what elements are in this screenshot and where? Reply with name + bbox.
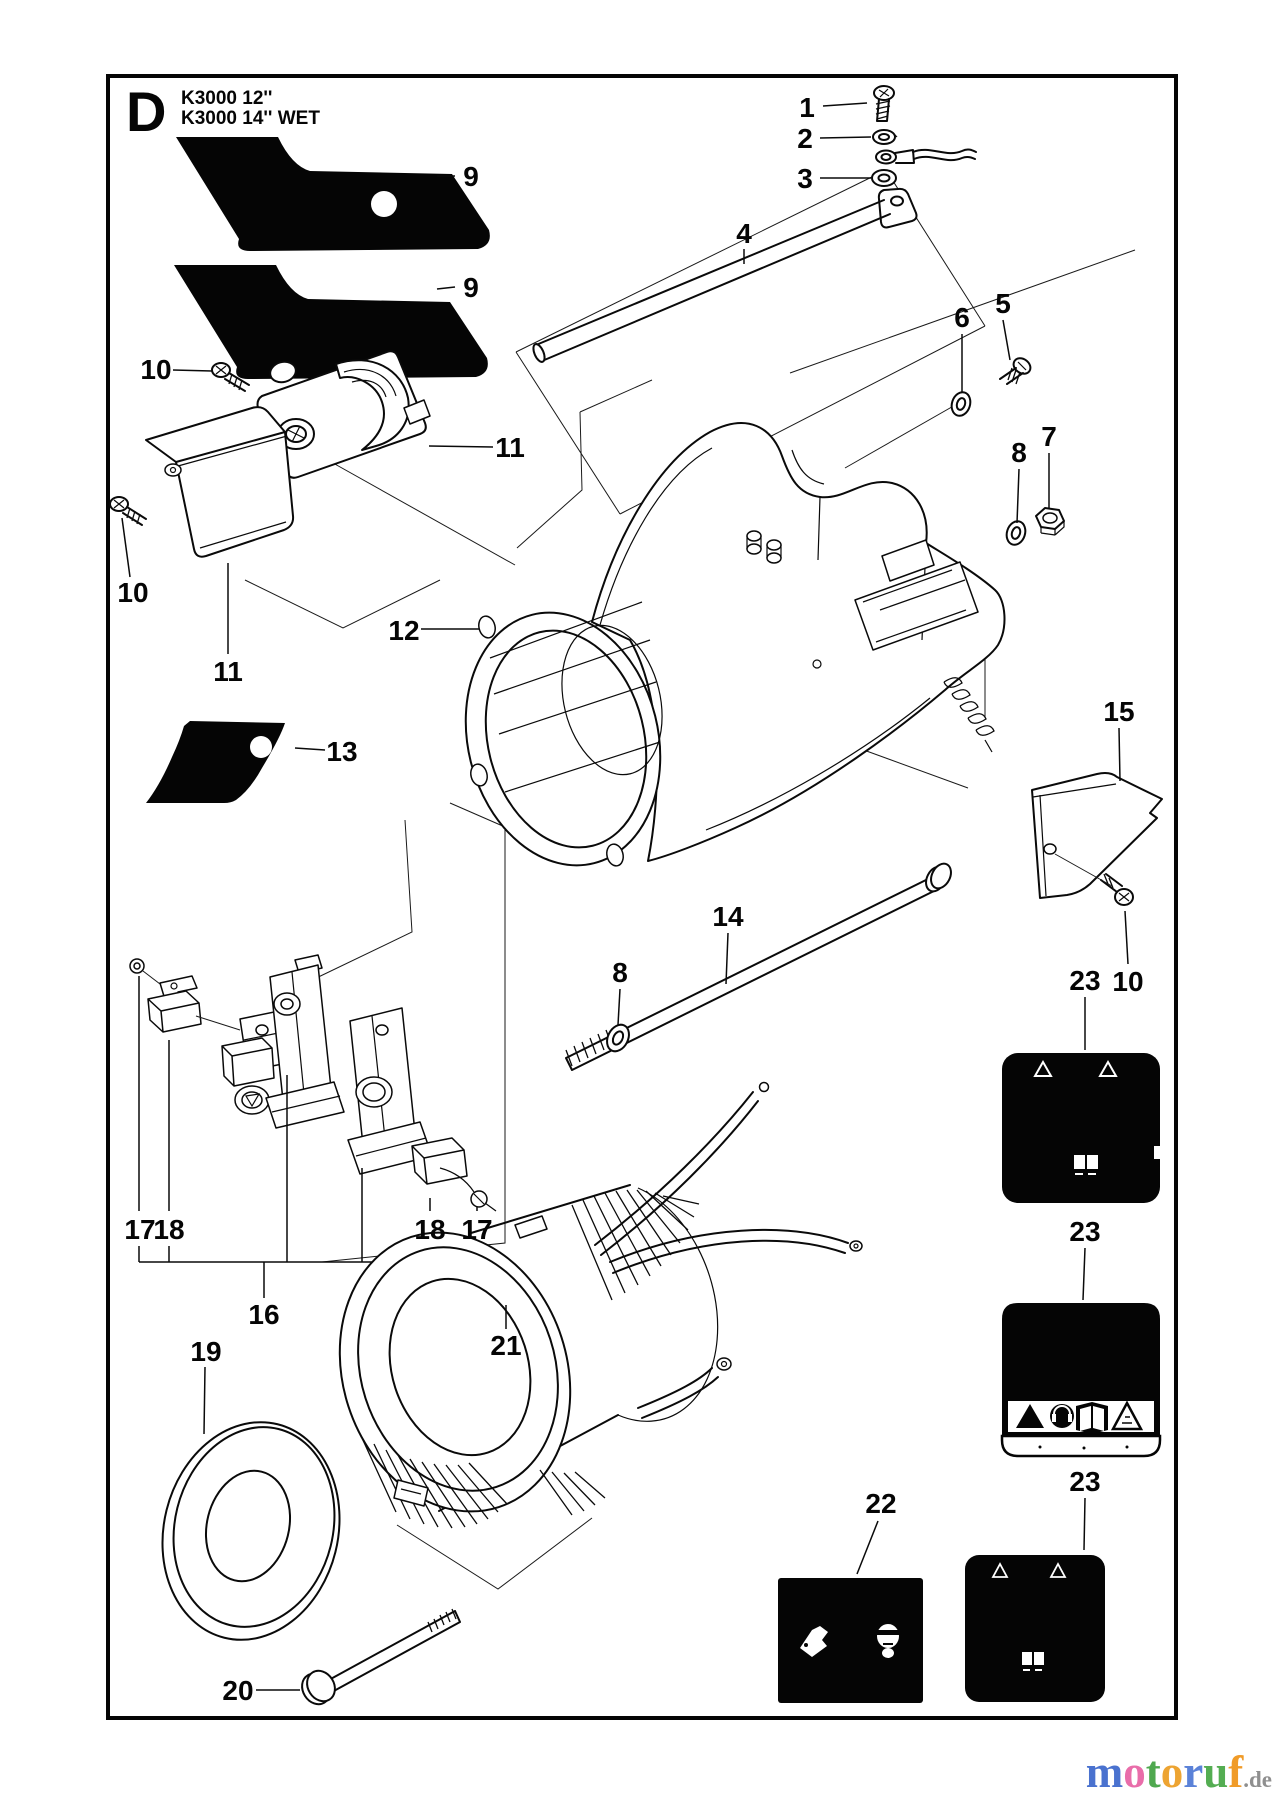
decal-23-top bbox=[1002, 1053, 1161, 1203]
part-12-housing bbox=[464, 422, 1006, 867]
part-11-cover bbox=[145, 406, 295, 558]
callout-leader-line bbox=[436, 286, 456, 290]
watermark-logo: motoruf.de bbox=[1086, 1747, 1272, 1797]
ground-cable-terminal bbox=[875, 148, 977, 165]
part-callout-17: 17 bbox=[461, 1214, 492, 1245]
callout-leader-line bbox=[203, 1366, 206, 1435]
part-21-stator bbox=[338, 1081, 863, 1529]
part-13-decal bbox=[146, 721, 285, 803]
part-8-washer bbox=[1005, 520, 1027, 546]
part-6-washer bbox=[950, 391, 972, 417]
part-callout-9: 9 bbox=[463, 272, 479, 303]
callout-leader-line bbox=[856, 1520, 879, 1575]
part-callout-22: 22 bbox=[865, 1488, 896, 1519]
decal-hole bbox=[371, 191, 397, 217]
callout-leader-line bbox=[1118, 727, 1121, 782]
part-callout-9: 9 bbox=[463, 161, 479, 192]
part-20-bolt bbox=[301, 1608, 461, 1706]
part-callout-10: 10 bbox=[140, 354, 171, 385]
decal-22 bbox=[778, 1578, 923, 1703]
part-callout-10: 10 bbox=[1112, 966, 1143, 997]
part-5-screw bbox=[999, 357, 1032, 385]
part-callout-14: 14 bbox=[712, 901, 744, 932]
tube-bracket bbox=[877, 187, 918, 229]
construction-lines bbox=[244, 169, 1136, 1590]
part-7-nut bbox=[1035, 507, 1065, 536]
part-callout-6: 6 bbox=[954, 302, 970, 333]
callout-leader-line bbox=[1083, 1497, 1086, 1551]
part-callout-23: 23 bbox=[1069, 1216, 1100, 1247]
part-callout-8: 8 bbox=[612, 957, 628, 988]
part-10-screws bbox=[109, 362, 1134, 906]
callout-leader-line bbox=[1124, 910, 1129, 965]
part-19-ring bbox=[161, 1421, 341, 1641]
callout-leader-line bbox=[819, 136, 872, 139]
callout-leader-line bbox=[172, 369, 213, 372]
motoruf-watermark: motoruf.de bbox=[1086, 1747, 1272, 1797]
part-callout-7: 7 bbox=[1041, 421, 1057, 452]
callout-leader-line bbox=[294, 747, 326, 751]
part-callout-21: 21 bbox=[490, 1330, 521, 1361]
part-callout-17: 17 bbox=[124, 1214, 155, 1245]
decal-hole bbox=[250, 736, 272, 758]
part-1-screw bbox=[873, 85, 895, 122]
callout-leader-line bbox=[1002, 319, 1011, 361]
part-callout-16: 16 bbox=[248, 1299, 279, 1330]
model-line-2: K3000 14'' WET bbox=[181, 108, 320, 129]
breathing-mask-icon bbox=[877, 1624, 899, 1658]
part-callout-19: 19 bbox=[190, 1336, 221, 1367]
callout-leader-line bbox=[1082, 1247, 1086, 1301]
warning-triangle-icon bbox=[1016, 1404, 1044, 1428]
model-line-1: K3000 12'' bbox=[181, 88, 272, 109]
decal-23-warning-band bbox=[1000, 1303, 1162, 1458]
title-block: D K3000 12'' K3000 14'' WET bbox=[126, 80, 320, 143]
section-letter: D bbox=[126, 80, 166, 143]
callout-leader-line bbox=[822, 102, 868, 107]
part-callout-10: 10 bbox=[117, 577, 148, 608]
part-callout-2: 2 bbox=[797, 123, 813, 154]
part-callout-4: 4 bbox=[736, 218, 752, 249]
part-callout-15: 15 bbox=[1103, 696, 1134, 727]
protective-gloves-icon bbox=[800, 1626, 828, 1657]
part-4-tube bbox=[532, 199, 891, 363]
callout-leader-line bbox=[725, 932, 729, 985]
part-callout-23: 23 bbox=[1069, 1466, 1100, 1497]
part-11-clamp bbox=[256, 350, 431, 479]
callout-leader-line bbox=[1016, 468, 1020, 524]
part-callout-11: 11 bbox=[495, 432, 525, 463]
part-callout-11: 11 bbox=[213, 656, 243, 687]
part-callout-1: 1 bbox=[799, 92, 815, 123]
part-9-decals bbox=[174, 137, 490, 379]
callout-leader-line bbox=[121, 517, 131, 578]
part-callout-20: 20 bbox=[222, 1675, 253, 1706]
part-2-washer bbox=[872, 129, 898, 145]
callout-leader-line bbox=[428, 445, 494, 448]
part-callout-13: 13 bbox=[326, 736, 357, 767]
part-callout-8: 8 bbox=[1011, 437, 1027, 468]
part-14-rod bbox=[565, 862, 952, 1071]
ear-protection-icon bbox=[1050, 1404, 1074, 1428]
brush-assembly-16 bbox=[129, 954, 497, 1298]
warning-triangle-outline-icon bbox=[1110, 1400, 1144, 1431]
part-callout-23: 23 bbox=[1069, 965, 1100, 996]
part-callout-18: 18 bbox=[153, 1214, 184, 1245]
part-15-panel bbox=[1031, 772, 1163, 899]
part-callout-3: 3 bbox=[797, 163, 813, 194]
part-callout-5: 5 bbox=[995, 288, 1011, 319]
decal-23-bottom bbox=[965, 1555, 1105, 1702]
part-3-washer bbox=[871, 169, 897, 187]
read-manual-icon bbox=[1076, 1402, 1108, 1434]
part-callout-18: 18 bbox=[414, 1214, 445, 1245]
part-callout-12: 12 bbox=[388, 615, 419, 646]
callout-leader-line bbox=[617, 988, 621, 1026]
